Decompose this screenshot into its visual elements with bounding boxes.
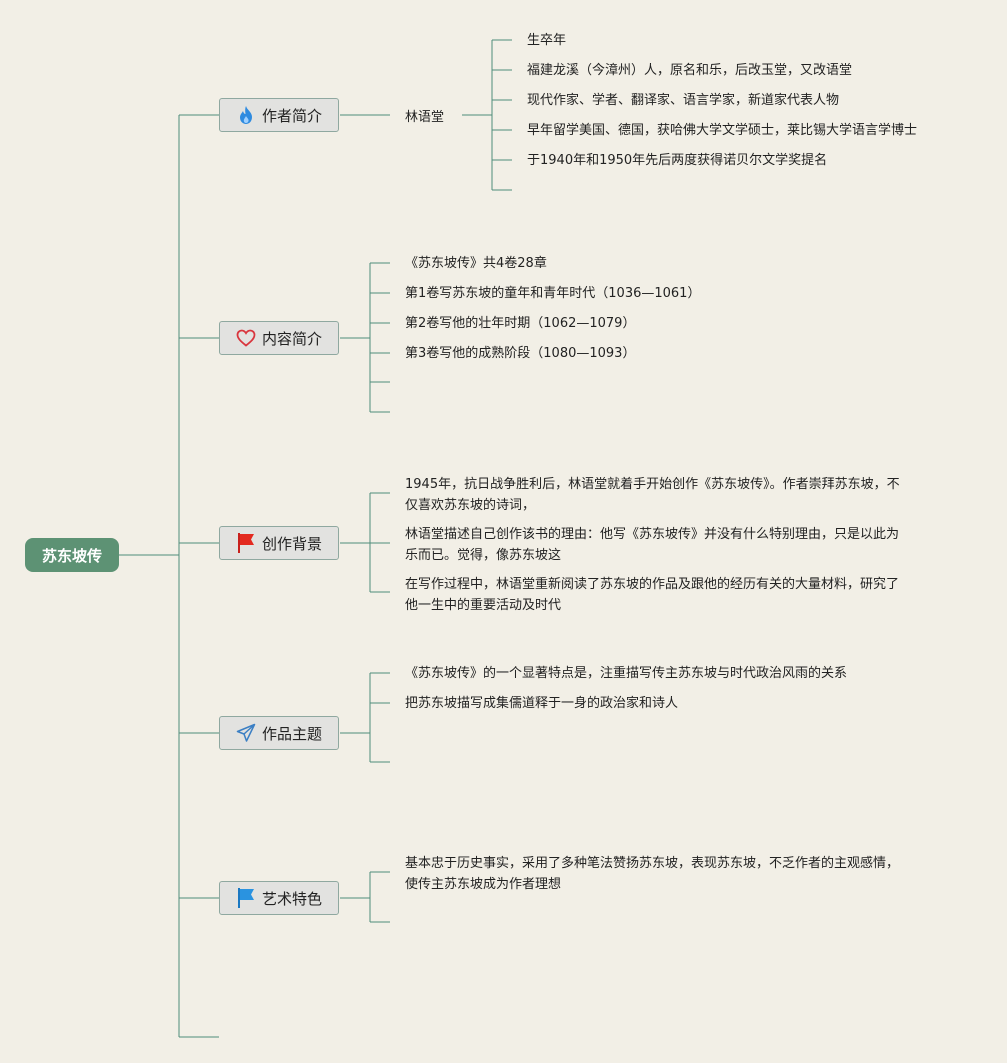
author-name-node[interactable]: 林语堂 [405,106,444,125]
leaf-connectors [492,39,512,191]
branch-work-theme[interactable]: 作品主题 [219,716,339,750]
flame-icon [236,105,256,125]
branch-artistic-features[interactable]: 艺术特色 [219,881,339,915]
blue-flag-icon [236,888,256,908]
list-item[interactable]: 第2卷写他的壮年时期（1062—1079） [405,316,636,331]
branch-author-intro[interactable]: 作者简介 [219,98,339,132]
branch-content-intro[interactable]: 内容简介 [219,321,339,355]
leaf-connectors [370,262,390,413]
branch-label: 艺术特色 [261,889,322,908]
list-item[interactable]: 林语堂描述自己创作该书的理由：他写《苏东坡传》并没有什么特别理由，只是以此为乐而… [405,527,900,563]
list-item[interactable]: 生卒年 [527,33,567,48]
branch-label: 内容简介 [261,329,322,348]
list-item[interactable]: 在写作过程中，林语堂重新阅读了苏东坡的作品及跟他的经历有关的大量材料，研究了他一… [405,577,900,613]
list-item[interactable]: 福建龙溪（今漳州）人，原名和乐，后改玉堂，又改语堂 [527,63,853,78]
list-item[interactable]: 把苏东坡描写成集儒道释于一身的政治家和诗人 [405,696,679,711]
branch-label: 创作背景 [261,534,322,553]
branch-label: 作者简介 [261,106,322,125]
author-name-label: 林语堂 [405,110,445,125]
list-item[interactable]: 早年留学美国、德国，获哈佛大学文学硕士，莱比锡大学语言学博士 [527,123,918,138]
list-item[interactable]: 于1940年和1950年先后两度获得诺贝尔文学奖提名 [527,153,828,168]
list-item[interactable]: 《苏东坡传》的一个显著特点是，注重描写传主苏东坡与时代政治风雨的关系 [405,666,848,681]
list-item[interactable]: 现代作家、学者、翻译家、语言学家，新道家代表人物 [527,93,840,108]
leaf-connectors [370,492,390,593]
paper-plane-icon [236,723,256,743]
list-item[interactable]: 《苏东坡传》共4卷28章 [405,256,547,271]
red-flag-icon [236,533,256,553]
leaf-connectors [370,672,390,763]
branch-label: 作品主题 [261,724,322,743]
list-item[interactable]: 基本忠于历史事实，采用了多种笔法赞扬苏东坡，表现苏东坡，不乏作者的主观感情，使传… [405,856,900,892]
root-node[interactable]: 苏东坡传 [25,538,119,572]
heart-icon [236,328,256,348]
list-item[interactable]: 第1卷写苏东坡的童年和青年时代（1036—1061） [405,286,701,301]
list-item[interactable]: 1945年，抗日战争胜利后，林语堂就着手开始创作《苏东坡传》。作者崇拜苏东坡，不… [405,477,900,513]
list-item[interactable]: 第3卷写他的成熟阶段（1080—1093） [405,346,636,361]
root-label: 苏东坡传 [41,546,102,565]
branch-creation-background[interactable]: 创作背景 [219,526,339,560]
leaf-connectors [370,871,390,923]
